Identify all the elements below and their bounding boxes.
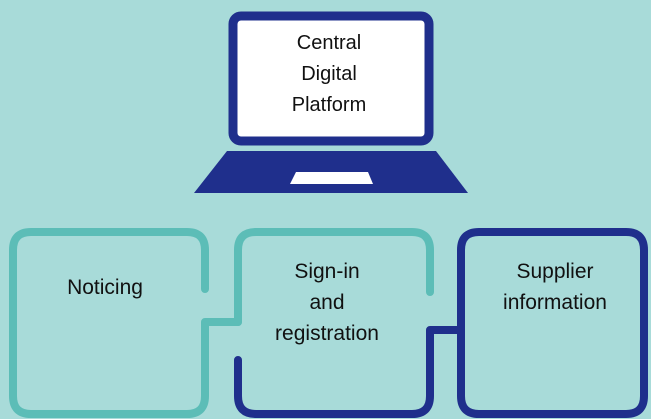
signin-box-border-teal — [234, 228, 434, 326]
supplier-box-border — [457, 228, 648, 418]
noticing-label: Noticing — [67, 276, 143, 299]
signin-registration-label: Sign-in and registration — [275, 260, 379, 345]
laptop-icon — [194, 11, 468, 193]
noticing-box-border — [9, 228, 242, 418]
signin-box-border-navy — [234, 326, 465, 418]
laptop-label: Central Digital Platform — [291, 32, 367, 116]
laptop-trackpad — [290, 172, 373, 184]
laptop-screen — [228, 11, 434, 146]
supplier-information-label: Supplier information — [503, 260, 607, 314]
